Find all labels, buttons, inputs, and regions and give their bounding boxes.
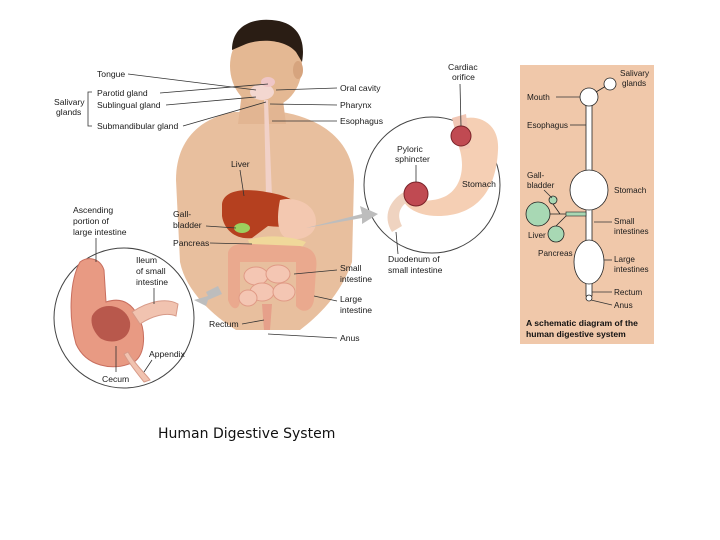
label-ileum-3: intestine [136, 277, 168, 287]
label-salivary-glands-2: glands [56, 107, 81, 117]
label-pharynx: Pharynx [340, 100, 372, 110]
label-anus: Anus [340, 333, 360, 343]
schem-label-gallbladder-1: Gall- [527, 171, 545, 180]
label-submandibular: Submandibular gland [97, 121, 178, 131]
schem-label-large-2: intestines [614, 265, 649, 274]
label-parotid: Parotid gland [97, 88, 148, 98]
schem-label-salivary-1: Salivary [620, 69, 650, 78]
schem-label-anus: Anus [614, 301, 633, 310]
schem-label-large-1: Large [614, 255, 635, 264]
schem-label-stomach: Stomach [614, 186, 647, 195]
label-cecum: Cecum [102, 374, 129, 384]
label-pyloric-1: Pyloric [397, 144, 423, 154]
label-large-intestine-2: intestine [340, 305, 372, 315]
label-ascending-1: Ascending [73, 205, 113, 215]
label-ascending-2: portion of [73, 216, 109, 226]
arrow-icon [194, 286, 222, 306]
label-esophagus: Esophagus [340, 116, 383, 126]
label-cardiac-2: orifice [452, 72, 475, 82]
schem-label-salivary-2: glands [622, 79, 646, 88]
label-oral-cavity: Oral cavity [340, 83, 381, 93]
label-gallbladder-2: bladder [173, 220, 202, 230]
anatomy-labels: Tongue Salivary glands Parotid gland Sub… [54, 69, 383, 343]
label-pancreas: Pancreas [173, 238, 209, 248]
label-duodenum-2: small intestine [388, 265, 443, 275]
intestine-inset: Ascending portion of large intestine Ile… [53, 205, 222, 389]
schem-label-esophagus: Esophagus [527, 121, 568, 130]
label-duodenum-1: Duodenum of [388, 254, 440, 264]
human-torso-illustration [176, 19, 354, 330]
label-gallbladder-1: Gall- [173, 209, 191, 219]
label-small-intestine-2: intestine [340, 274, 372, 284]
label-ileum-1: Ileum [136, 255, 157, 265]
schem-label-pancreas: Pancreas [538, 249, 573, 258]
label-liver: Liver [231, 159, 250, 169]
label-large-intestine-1: Large [340, 294, 362, 304]
label-tongue: Tongue [97, 69, 125, 79]
label-ascending-3: large intestine [73, 227, 127, 237]
label-small-intestine-1: Small [340, 263, 362, 273]
schematic-panel: Salivary glands Mouth Esophagus Gall- bl… [520, 65, 654, 344]
label-ileum-2: of small [136, 266, 166, 276]
label-pyloric-2: sphincter [395, 154, 430, 164]
arrow-icon [306, 206, 378, 228]
label-rectum: Rectum [209, 319, 239, 329]
schematic-title-line2: human digestive system [526, 329, 626, 339]
schem-label-gallbladder-2: bladder [527, 181, 555, 190]
label-stomach: Stomach [462, 179, 496, 189]
schem-label-liver: Liver [528, 231, 546, 240]
schem-label-mouth: Mouth [527, 93, 550, 102]
label-cardiac-1: Cardiac [448, 62, 478, 72]
label-sublingual: Sublingual gland [97, 100, 161, 110]
schematic-title-line1: A schematic diagram of the [526, 318, 638, 328]
figure-caption: Human Digestive System [158, 426, 336, 442]
schem-label-small-2: intestines [614, 227, 649, 236]
label-salivary-glands-1: Salivary [54, 97, 85, 107]
schem-label-rectum: Rectum [614, 288, 642, 297]
stomach-inset: Cardiac orifice Pyloric sphincter Stomac… [306, 62, 501, 275]
schem-label-small-1: Small [614, 217, 635, 226]
label-appendix: Appendix [149, 349, 186, 359]
